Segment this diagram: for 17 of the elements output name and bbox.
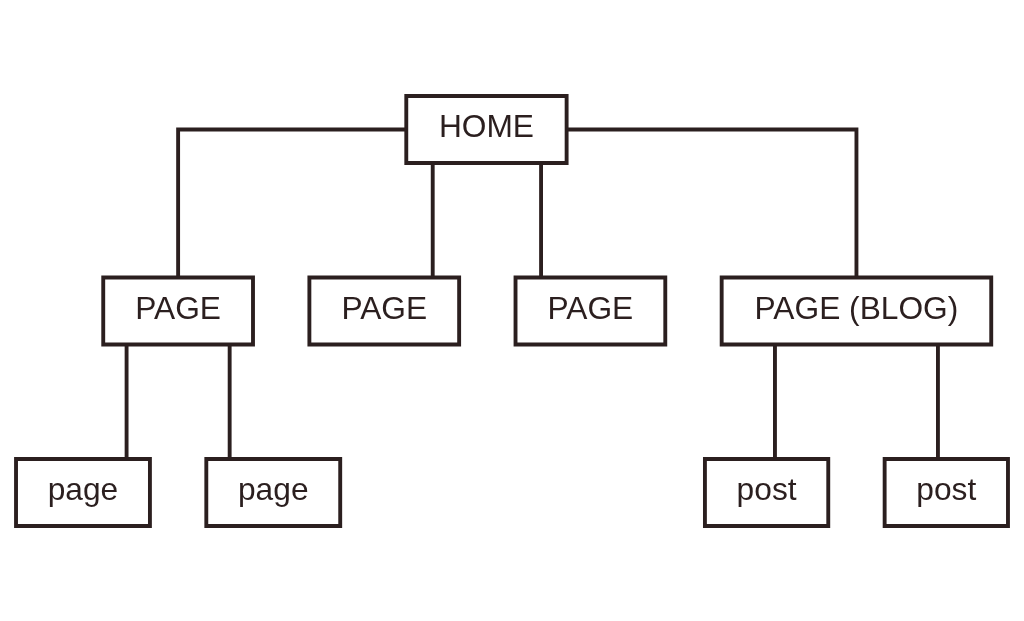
node-box: PAGE (BLOG) xyxy=(719,275,994,346)
connector xyxy=(936,344,940,458)
connector xyxy=(566,127,859,277)
node-box: page xyxy=(204,456,343,528)
connector xyxy=(176,127,407,277)
connector xyxy=(773,344,777,458)
node-box: PAGE xyxy=(307,275,462,346)
node-box: PAGE xyxy=(513,275,668,346)
connector xyxy=(124,344,129,458)
connector xyxy=(539,163,543,277)
connector xyxy=(430,163,435,277)
node-box: PAGE xyxy=(101,275,255,346)
node-box: page xyxy=(14,456,152,528)
node-box: post xyxy=(882,456,1010,528)
node-box: HOME xyxy=(404,93,569,165)
node-box: post xyxy=(703,456,831,528)
connector xyxy=(227,344,232,458)
